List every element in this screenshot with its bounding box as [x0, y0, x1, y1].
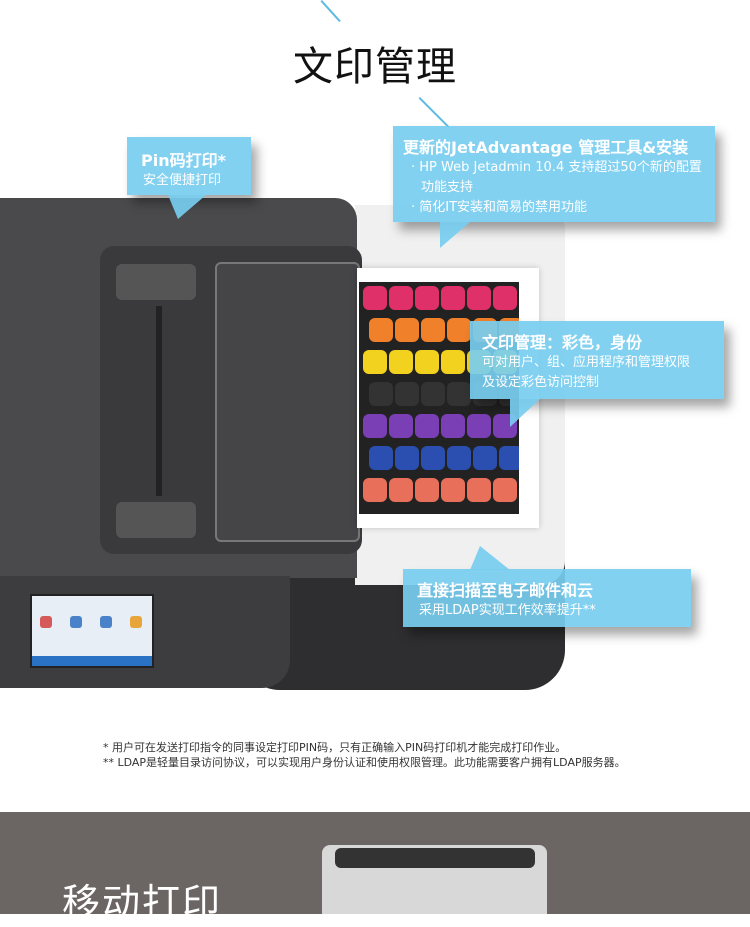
- page-title: 文印管理: [293, 44, 457, 90]
- bead: [499, 446, 519, 470]
- callout-jetadvantage: 更新的JetAdvantage 管理工具&安装 · HP Web Jetadmi…: [393, 126, 715, 222]
- bead: [441, 478, 465, 502]
- callout-pin-title: Pin码打印*: [141, 151, 226, 170]
- bead: [415, 286, 439, 310]
- control-panel-screen: [30, 594, 154, 668]
- callout-scan-title: 直接扫描至电子邮件和云: [417, 581, 594, 600]
- feeder-tray: [215, 262, 360, 542]
- callout-jetadvantage-title: 更新的JetAdvantage 管理工具&安装: [403, 138, 689, 157]
- bead: [389, 286, 413, 310]
- bead: [447, 382, 471, 406]
- callout-jetadvantage-line-3: · 简化IT安装和简易的禁用功能: [411, 200, 588, 215]
- callout-color-line-2: 及设定彩色访问控制: [482, 375, 600, 390]
- callout-jetadvantage-tail: [440, 222, 482, 248]
- bead: [441, 286, 465, 310]
- bead: [447, 446, 471, 470]
- callout-jetadvantage-line-2: 功能支持: [421, 180, 474, 195]
- footnote-ldap: ** LDAP是轻量目录访问协议，可以实现用户身份认证和使用权限管理。此功能需要…: [103, 756, 626, 769]
- decor-line-top: [320, 0, 341, 22]
- screen-app-icon: [130, 616, 142, 628]
- bead: [389, 478, 413, 502]
- callout-color-line-1: 可对用户、组、应用程序和管理权限: [482, 355, 691, 370]
- printed-photo: [357, 268, 539, 528]
- bead: [395, 318, 419, 342]
- footnotes: * 用户可在发送打印指令的同事设定打印PIN码，只有正确输入PIN码打印机才能完…: [103, 740, 626, 770]
- screen-print-icon: [70, 616, 82, 628]
- bead: [441, 350, 465, 374]
- mobile-print-title: 移动打印: [62, 881, 223, 925]
- bead: [493, 478, 517, 502]
- callout-pin-line: 安全便捷打印: [143, 173, 222, 188]
- callout-pin-print: Pin码打印* 安全便捷打印: [127, 137, 251, 195]
- bead: [467, 478, 491, 502]
- bead: [369, 318, 393, 342]
- callout-color-title: 文印管理：彩色，身份: [482, 333, 643, 352]
- bead: [369, 382, 393, 406]
- callout-color-identity: 文印管理：彩色，身份 可对用户、组、应用程序和管理权限 及设定彩色访问控制: [470, 321, 724, 399]
- footnote-pin: * 用户可在发送打印指令的同事设定打印PIN码，只有正确输入PIN码打印机才能完…: [103, 741, 567, 754]
- bead: [441, 414, 465, 438]
- bead: [389, 350, 413, 374]
- bead: [389, 414, 413, 438]
- callout-scan-line: 采用LDAP实现工作效率提升**: [419, 603, 596, 618]
- bead: [473, 446, 497, 470]
- callout-jetadvantage-line-1: · HP Web Jetadmin 10.4 支持超过50个新的配置: [411, 160, 702, 175]
- callout-scan-cloud: 直接扫描至电子邮件和云 采用LDAP实现工作效率提升**: [403, 569, 691, 627]
- decor-line-mid: [418, 97, 450, 128]
- photo-beads: [359, 282, 519, 514]
- screen-toolbar: [32, 656, 152, 666]
- feeder-guide-bottom: [116, 502, 196, 538]
- callout-color-tail: [510, 399, 550, 427]
- bead: [363, 350, 387, 374]
- callout-scan-tail: [470, 546, 510, 570]
- bead: [363, 478, 387, 502]
- bead: [415, 350, 439, 374]
- callout-pin-tail: [168, 195, 206, 219]
- bead: [467, 286, 491, 310]
- mobile-printer-lid: [335, 848, 535, 868]
- feeder-slot: [156, 306, 162, 496]
- bead: [415, 414, 439, 438]
- bead: [395, 382, 419, 406]
- bead: [421, 446, 445, 470]
- bead: [421, 382, 445, 406]
- bead: [395, 446, 419, 470]
- bead: [363, 286, 387, 310]
- feeder-guide-top: [116, 264, 196, 300]
- bead: [369, 446, 393, 470]
- bead: [421, 318, 445, 342]
- screen-copy-icon: [40, 616, 52, 628]
- bead: [447, 318, 471, 342]
- bead: [467, 414, 491, 438]
- bead: [415, 478, 439, 502]
- bead: [493, 286, 517, 310]
- screen-scan-icon: [100, 616, 112, 628]
- bead: [363, 414, 387, 438]
